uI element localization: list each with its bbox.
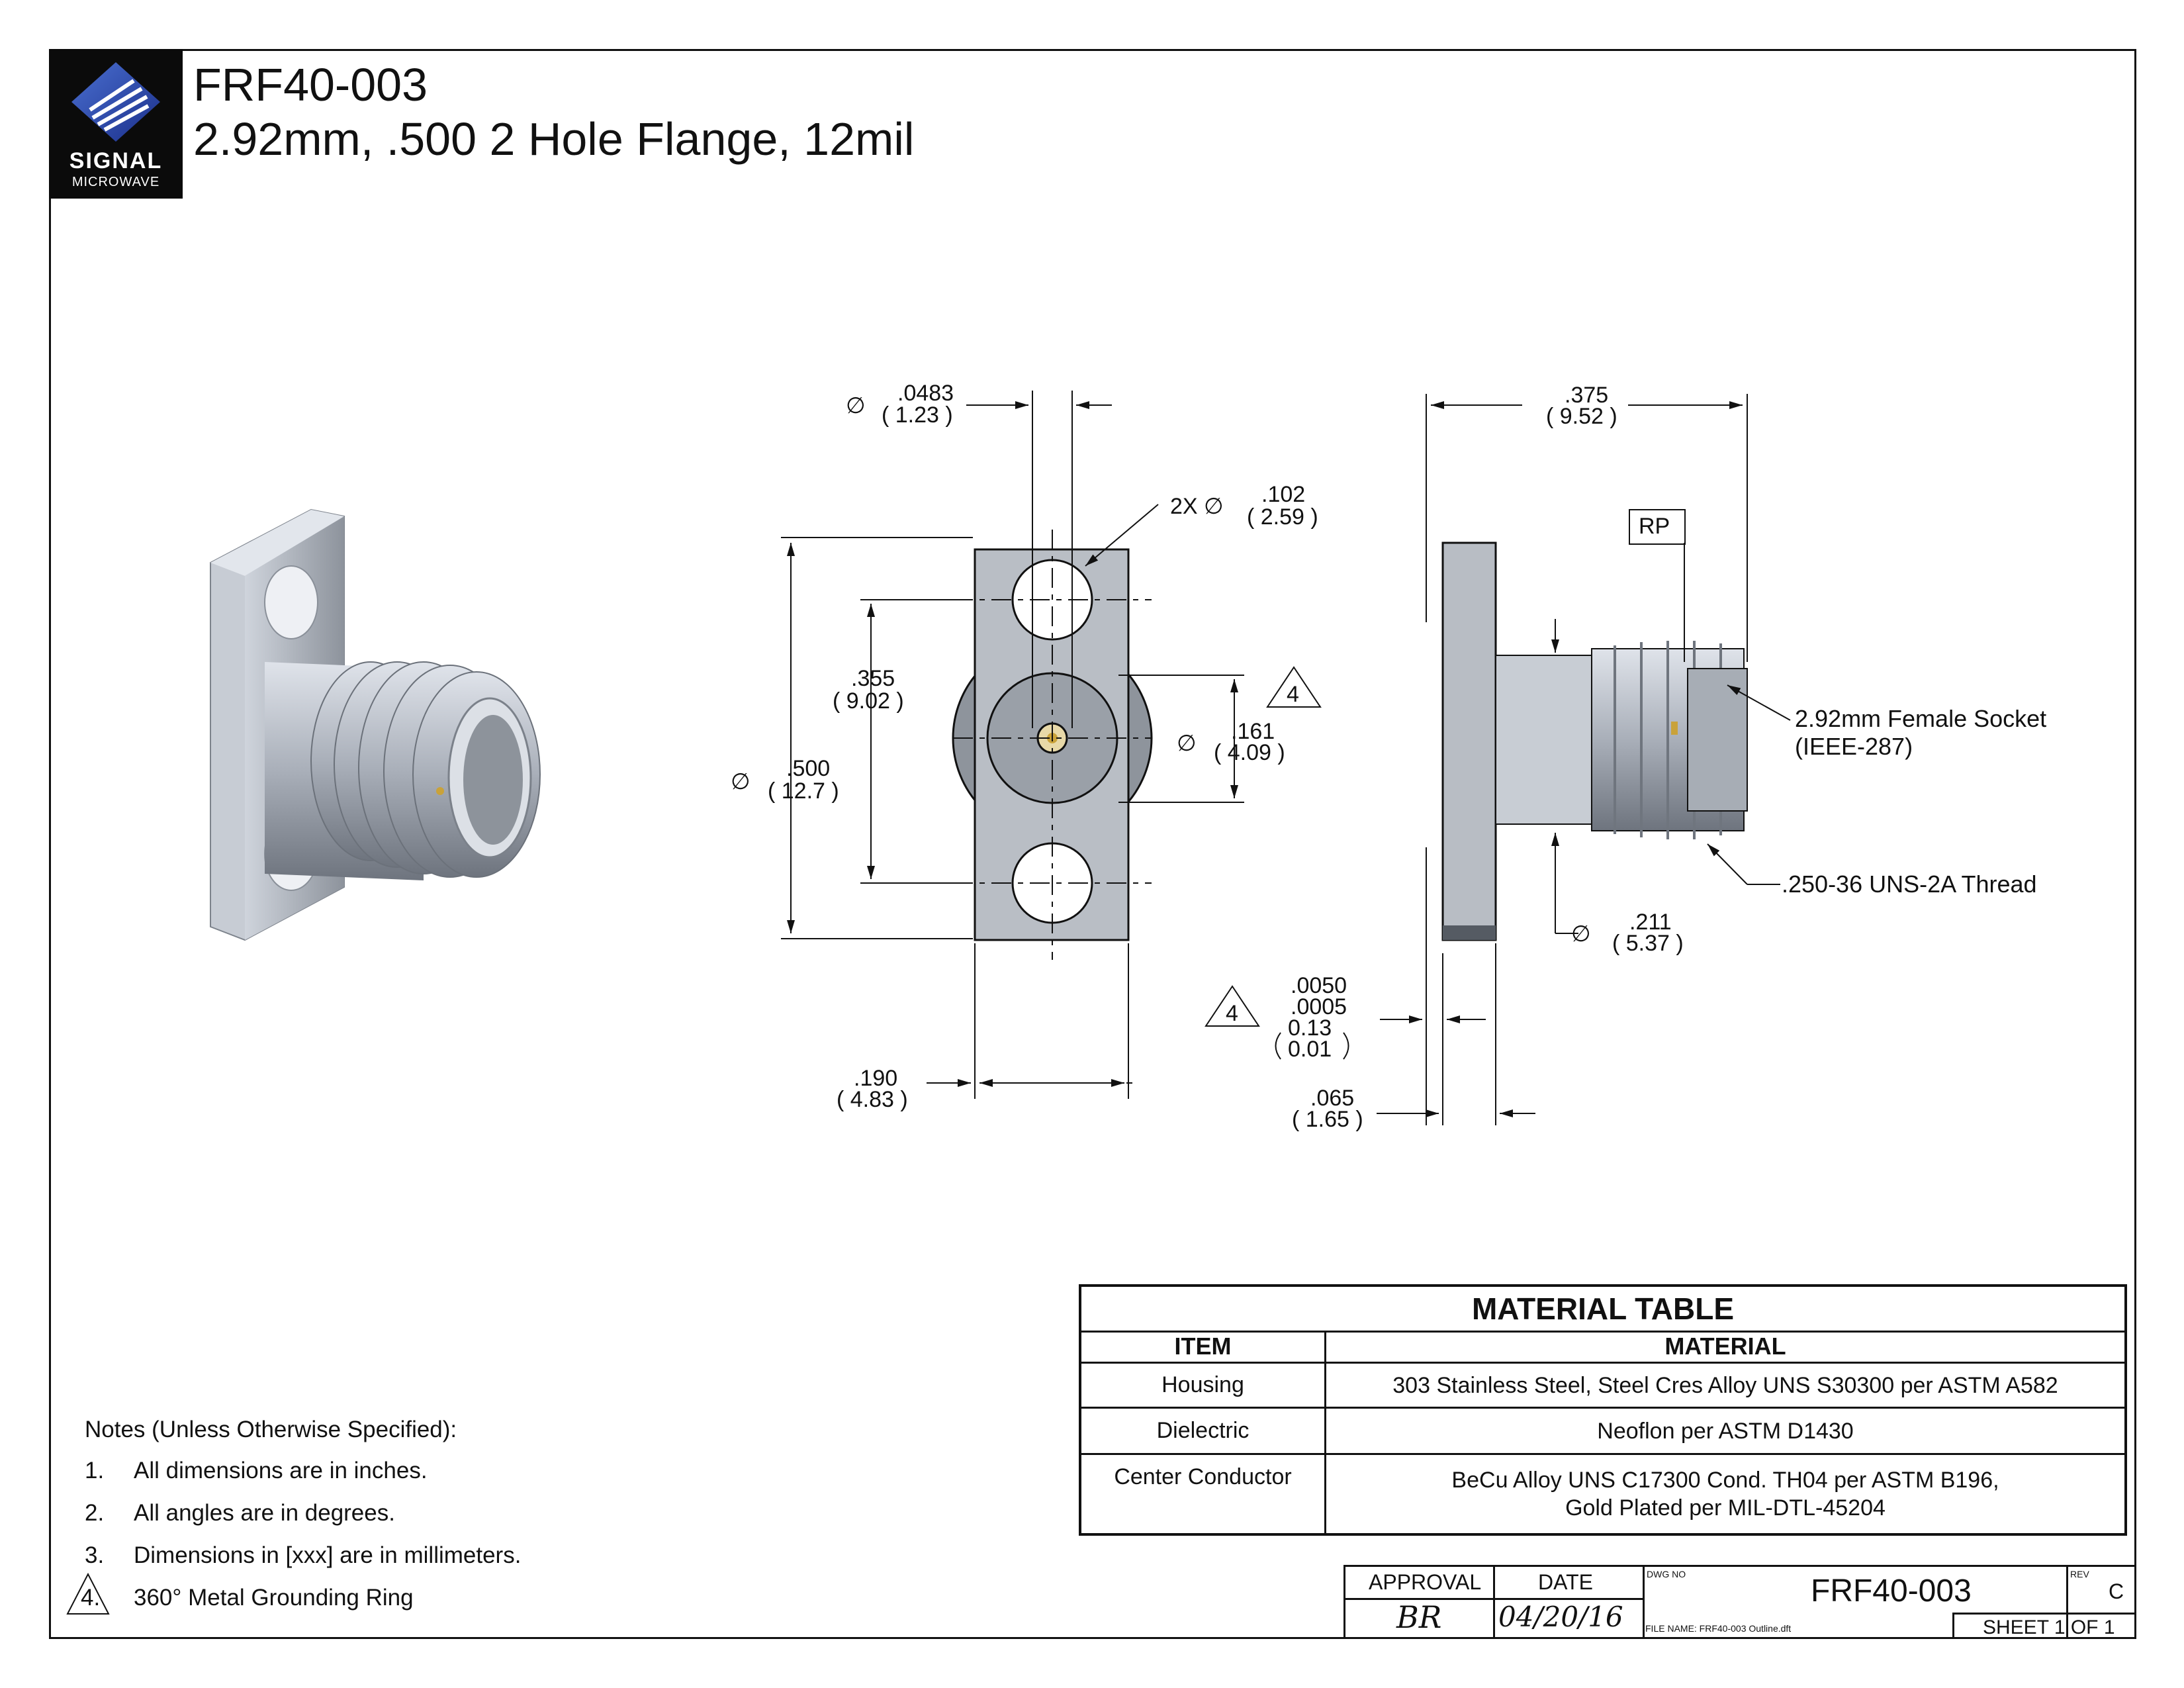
table-row: Dielectric Neoflon per ASTM D1430 [1081, 1409, 2124, 1455]
hole-dia-mm: ( 2.59 ) [1247, 504, 1318, 530]
row-item: Dielectric [1081, 1409, 1326, 1453]
pin-dia-symbol: ∅ [846, 393, 866, 418]
overall-length-mm: ( 9.52 ) [1546, 404, 1617, 429]
note-text: Dimensions in [xxx] are in millimeters. [134, 1542, 522, 1568]
ring-tol-in1: .0050 [1291, 973, 1347, 998]
dwg-no-label: DWG NO [1647, 1569, 1686, 1579]
pin-dia-mm: ( 1.23 ) [882, 402, 953, 428]
row-material: Neoflon per ASTM D1430 [1597, 1418, 1854, 1444]
part-number-title: FRF40-003 [193, 59, 428, 111]
flange-width-mm: ( 4.83 ) [837, 1087, 908, 1112]
material-table-header: ITEM MATERIAL [1081, 1331, 2124, 1364]
front-view [781, 391, 1322, 1099]
header-item: ITEM [1081, 1331, 1326, 1362]
isometric-view [210, 508, 541, 941]
flange-dia-mm: ( 12.7 ) [768, 778, 839, 804]
row-material: BeCu Alloy UNS C17300 Cond. TH04 per AST… [1451, 1468, 1999, 1521]
rp-label: RP [1639, 514, 1670, 539]
hole-dia-in: .102 [1261, 482, 1305, 507]
socket-callout-line2: (IEEE-287) [1795, 733, 1913, 760]
table-row: Housing 303 Stainless Steel, Steel Cres … [1081, 1364, 2124, 1409]
flange-thk-in: .065 [1310, 1086, 1354, 1111]
approval-initials: BR [1396, 1599, 1442, 1635]
approval-cell [1343, 1565, 1493, 1639]
row-item: Housing [1081, 1364, 1326, 1407]
logo-text-signal: SIGNAL [69, 148, 163, 173]
body-dia-in: .211 [1629, 910, 1672, 935]
ring-tol-mm1: 0.13 [1288, 1015, 1332, 1041]
logo-mark-icon [71, 62, 160, 142]
body-dia-symbol: ∅ [1571, 921, 1591, 947]
flange-thk-mm: ( 1.65 ) [1292, 1107, 1363, 1132]
rev-cell [2066, 1565, 2136, 1639]
hole-spacing-mm: ( 9.02 ) [833, 688, 904, 714]
note-text: 360° Metal Grounding Ring [134, 1585, 414, 1611]
rev-label: REV [2070, 1569, 2089, 1579]
date-cell [1493, 1565, 1643, 1639]
header-material: MATERIAL [1664, 1332, 1786, 1360]
dwg-no-cell [1643, 1565, 2066, 1639]
flange-dia-symbol: ∅ [731, 769, 751, 794]
side-view [1205, 394, 1791, 1125]
material-table: MATERIAL TABLE ITEM MATERIAL Housing 303… [1079, 1284, 2127, 1536]
approval-date: 04/20/16 [1498, 1601, 1623, 1633]
note-number: 1. [85, 1458, 105, 1483]
logo-text-microwave: MICROWAVE [71, 175, 160, 189]
row-item: Center Conductor [1081, 1455, 1326, 1533]
thread-callout: .250-36 UNS-2A Thread [1782, 870, 2037, 898]
rev-value: C [2109, 1579, 2124, 1603]
pin-dia-in: .0483 [897, 381, 954, 406]
company-logo: SIGNAL MICROWAVE [49, 49, 183, 199]
date-label: DATE [1538, 1570, 1593, 1594]
flange-width-in: .190 [854, 1066, 897, 1091]
part-description-title: 2.92mm, .500 2 Hole Flange, 12mil [193, 113, 915, 165]
ring-tol-in2: .0005 [1291, 994, 1347, 1019]
file-name: FILE NAME: FRF40-003 Outline.dft [1645, 1623, 1792, 1634]
flange-dia-in: .500 [786, 756, 830, 781]
note-number: 4. [81, 1585, 101, 1611]
flag-number-side: 4 [1226, 1001, 1238, 1026]
note-text: All dimensions are in inches. [134, 1458, 428, 1483]
ring-dia-in: .161 [1231, 719, 1275, 744]
note-number: 2. [85, 1500, 105, 1526]
ring-dia-mm: ( 4.09 ) [1214, 740, 1285, 765]
note-number: 3. [85, 1542, 105, 1568]
title-block: APPROVAL DATE DWG NO FRF40-003 REV C BR … [1343, 1565, 2136, 1639]
ring-dia-symbol: ∅ [1177, 731, 1197, 756]
material-table-title: MATERIAL TABLE [1081, 1287, 2124, 1333]
body-dia-mm: ( 5.37 ) [1612, 931, 1684, 956]
hole-spacing-in: .355 [851, 666, 895, 691]
row-material: 303 Stainless Steel, Steel Cres Alloy UN… [1392, 1372, 2058, 1398]
flag-triangle-icon [66, 1572, 110, 1615]
note-text: All angles are in degrees. [134, 1500, 395, 1526]
ring-tol-mm2: 0.01 [1288, 1037, 1332, 1062]
flag-number-front: 4 [1287, 682, 1299, 707]
hole-dia-prefix: 2X ∅ [1170, 494, 1224, 519]
dwg-no-value: FRF40-003 [1811, 1573, 1972, 1609]
notes-title: Notes (Unless Otherwise Specified): [85, 1417, 457, 1442]
drawing-border [49, 49, 2136, 1639]
table-row: Center Conductor BeCu Alloy UNS C17300 C… [1081, 1455, 2124, 1533]
overall-length-in: .375 [1565, 383, 1608, 408]
approval-label: APPROVAL [1369, 1570, 1482, 1594]
socket-callout-line1: 2.92mm Female Socket [1795, 705, 2046, 732]
sheet-number: SHEET 1 OF 1 [1983, 1617, 2115, 1638]
